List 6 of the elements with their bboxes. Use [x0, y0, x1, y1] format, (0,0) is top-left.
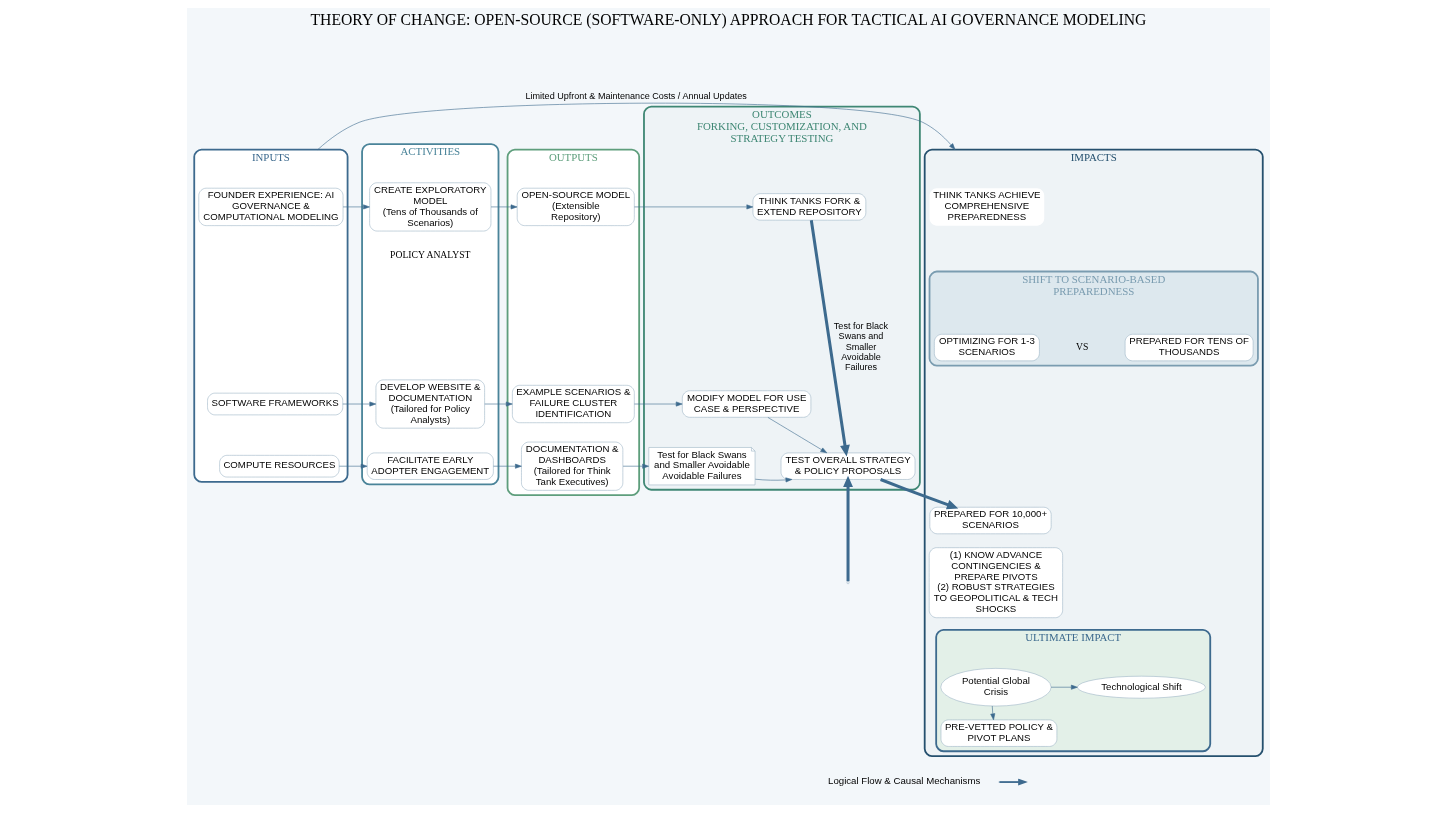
legend-label: Logical Flow & Causal Mechanisms — [827, 775, 980, 787]
label: POLICY ANALYST — [389, 249, 470, 261]
diagram-title: THEORY OF CHANGE: OPEN-SOURCE (SOFTWARE-ONLY) APPROACH FOR TACTICAL AI GOVERNANCE MODELING — [310, 11, 1146, 29]
edge-label: Limited Upfront & Maintenance Costs / Annual Updates — [525, 90, 747, 101]
edge-label: Test for Black Swans and Smaller Avoidable Failures — [833, 321, 888, 373]
label: VS — [1075, 340, 1088, 352]
